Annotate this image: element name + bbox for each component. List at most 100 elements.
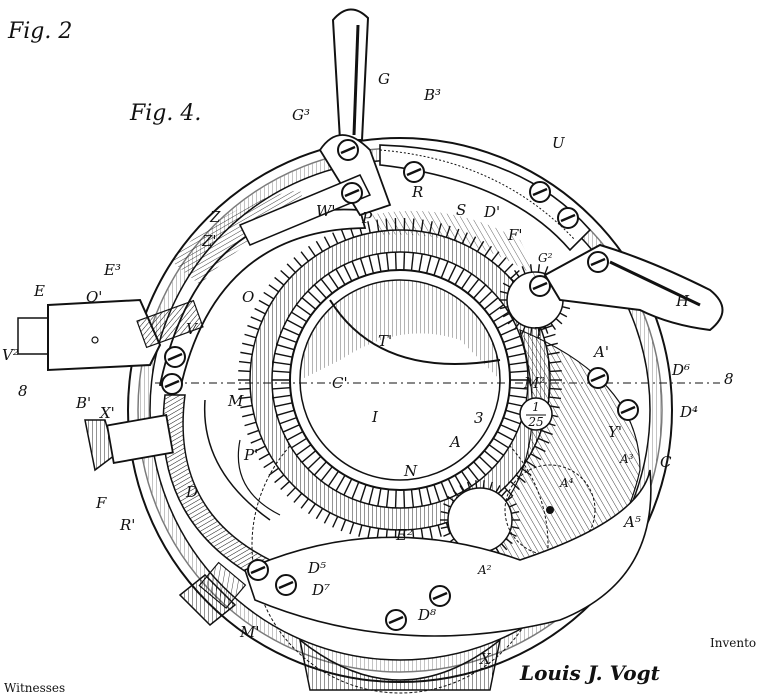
gear-tooth xyxy=(279,416,297,425)
gear-tooth xyxy=(293,257,303,268)
inventor-label: Invento xyxy=(710,636,756,650)
gear-tooth xyxy=(291,437,308,449)
gear-tooth xyxy=(276,409,295,416)
gear-tooth xyxy=(537,327,541,336)
gear-tooth xyxy=(550,322,557,331)
label-P1: P' xyxy=(243,446,258,464)
gear-tooth xyxy=(475,480,478,489)
gear-tooth xyxy=(343,478,353,496)
label-I: I xyxy=(371,408,379,426)
label-F: F xyxy=(95,494,107,512)
label-3: 3 xyxy=(474,409,484,427)
gear-tooth xyxy=(509,370,528,374)
gear-tooth xyxy=(307,503,316,515)
label-U: U xyxy=(552,134,566,152)
label-V2: V² xyxy=(2,346,19,364)
gear-tooth xyxy=(332,516,339,528)
gear-tooth xyxy=(286,431,304,441)
gear-tooth xyxy=(242,342,255,347)
gear-tooth xyxy=(254,307,266,315)
left-knob-f xyxy=(84,414,174,472)
gear-tooth xyxy=(460,470,473,487)
gear-tooth xyxy=(286,487,296,497)
label-G3: G³ xyxy=(292,106,310,124)
gear-tooth xyxy=(403,252,406,271)
gear-tooth xyxy=(410,252,415,271)
gear-tooth xyxy=(473,284,487,299)
gear-tooth xyxy=(272,386,291,390)
gear-tooth xyxy=(254,445,266,453)
gear-tooth xyxy=(340,519,347,532)
gear-tooth xyxy=(500,424,518,433)
gear-tooth xyxy=(418,488,423,507)
gear-tooth xyxy=(440,525,449,530)
witnesses-label: Witnesses xyxy=(4,681,65,695)
gear-tooth xyxy=(286,263,296,273)
label-A1: A' xyxy=(592,343,609,361)
screw-slot xyxy=(164,379,180,389)
gear-tooth xyxy=(534,445,546,453)
screw-slot xyxy=(167,352,183,362)
screw-slot xyxy=(590,373,606,383)
gear-tooth xyxy=(272,370,291,374)
gear-tooth xyxy=(385,252,390,271)
gear-tooth xyxy=(559,312,568,318)
gear-tooth xyxy=(510,269,520,280)
gear-tooth xyxy=(505,344,524,351)
gear-tooth xyxy=(507,275,515,282)
label-C1: C' xyxy=(332,374,348,392)
gear-tooth xyxy=(313,461,327,476)
gear-tooth xyxy=(307,455,322,470)
label-N: N xyxy=(403,462,418,480)
screw-slot xyxy=(532,187,548,197)
gear-tooth xyxy=(483,450,499,463)
gear-tooth xyxy=(301,450,317,463)
gear-tooth xyxy=(511,510,520,515)
gear-tooth xyxy=(280,480,290,491)
label-A4: A⁴ xyxy=(559,476,574,490)
gear-tooth xyxy=(315,508,324,520)
gear-tooth xyxy=(320,466,333,482)
gear-tooth xyxy=(537,437,550,444)
gear-tooth xyxy=(307,245,316,257)
screws xyxy=(161,139,639,631)
label-X: X xyxy=(479,650,492,668)
gear-tooth xyxy=(447,264,457,282)
gear-tooth xyxy=(505,538,513,545)
gear-tooth xyxy=(502,312,511,318)
gear-tooth xyxy=(507,318,515,325)
bottom-knob-m xyxy=(178,561,247,627)
label-B3: B³ xyxy=(423,86,441,104)
gear-tooth xyxy=(473,461,487,476)
speed-scale-mark: 1 25 xyxy=(519,397,553,431)
label-A5: A⁵ xyxy=(622,513,641,531)
label-F1: F' xyxy=(507,226,523,244)
gear-tooth xyxy=(247,429,259,436)
gear-tooth xyxy=(323,236,331,248)
gear-tooth xyxy=(440,481,449,499)
label-S: S xyxy=(456,201,466,219)
gear-tooth xyxy=(377,253,382,272)
label-8-right: 8 xyxy=(724,370,734,388)
label-M1: M' xyxy=(239,623,259,641)
label-D7: D⁷ xyxy=(311,581,330,599)
gear-tooth xyxy=(454,268,465,286)
gear-tooth xyxy=(443,503,452,508)
gear-tooth xyxy=(274,402,293,408)
top-plate xyxy=(379,144,592,252)
gear-tooth xyxy=(282,424,300,433)
gear-tooth xyxy=(279,335,297,344)
gear-tooth xyxy=(466,481,471,490)
screw-slot xyxy=(620,405,636,415)
gear-tooth xyxy=(238,370,251,373)
gear-tooth xyxy=(425,255,432,274)
gear-tooth xyxy=(244,421,257,427)
gear-tooth xyxy=(503,416,521,425)
top-handle-lever xyxy=(318,8,392,217)
gear-tooth xyxy=(258,453,270,461)
gear-tooth xyxy=(335,474,346,492)
label-X1: X' xyxy=(99,404,115,422)
gear-tooth xyxy=(327,470,340,487)
gear-tooth xyxy=(525,460,537,469)
gear-tooth xyxy=(433,258,441,276)
